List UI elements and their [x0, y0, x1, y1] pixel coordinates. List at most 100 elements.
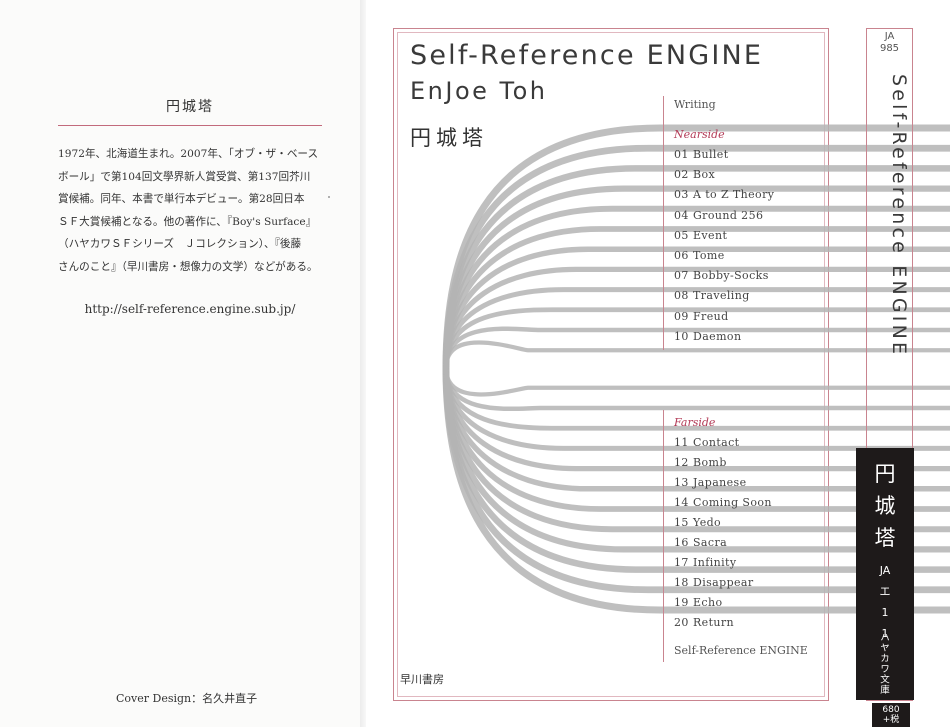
flap-fold: [360, 0, 366, 727]
toc-entry-title: Tome: [693, 249, 725, 262]
stripe-group: [442, 124, 950, 614]
toc-entry-title: Return: [693, 616, 735, 629]
author-bio: 1972年、北海道生まれ。2007年、「オブ・ザ・ベース ボール」で第104回文…: [58, 143, 330, 278]
toc-entry-number: 18: [674, 576, 689, 589]
toc-rule-top: [663, 96, 664, 350]
toc-rule-bottom: [663, 410, 664, 662]
toc-entry-title: Freud: [693, 309, 729, 323]
toc-entry-number: 06: [674, 249, 689, 262]
toc-entry-number: 02: [674, 168, 689, 182]
toc-entry-title: Event: [693, 228, 728, 242]
toc-entry-number: 17: [674, 556, 689, 569]
toc-entry-title: Ground 256: [693, 208, 764, 222]
curved-stripe: [443, 340, 950, 397]
toc-entry-number: 12: [674, 456, 689, 469]
bio-line: さんのこと』（早川書房・想像力の文学）などがある。: [58, 260, 318, 273]
farside-label: Farside: [674, 416, 716, 429]
toc-entry: 02 Box: [674, 168, 715, 181]
spine-series-char: 1: [881, 606, 889, 619]
toc-entry-title: Sacra: [693, 536, 728, 549]
nearside-label: Nearside: [674, 128, 725, 141]
bio-line: 1972年、北海道生まれ。2007年、「オブ・ザ・ベース: [58, 148, 319, 160]
toc-entry: 10 Daemon: [674, 330, 741, 343]
stray-mark: [328, 196, 330, 198]
author-website-url[interactable]: http://self-reference.engine.sub.jp/: [84, 302, 296, 316]
flap-divider: [58, 125, 322, 126]
author-name-english: EnJoe Toh: [410, 77, 548, 105]
bio-line: 賞候補。同年、本書で単行本デビュー。第28回日本: [58, 193, 305, 205]
spine-code-prefix: JA: [884, 31, 895, 42]
flap-author-name: 円城塔: [166, 99, 214, 115]
spine-author-char: 塔: [874, 526, 896, 550]
toc-entry: 11 Contact: [674, 436, 739, 449]
cover-flap: [0, 0, 360, 727]
bio-line: ＳＦ大賞候補となる。他の著作に、『Boy's Surface』: [58, 215, 317, 228]
toc-entry-number: 01: [674, 148, 689, 161]
toc-entry: 04 Ground 256: [674, 209, 763, 222]
cover-frame: [393, 28, 829, 701]
spine-code-number: 985: [879, 43, 900, 54]
toc-entry-number: 04: [674, 208, 689, 222]
toc-entry-title: Coming Soon: [693, 496, 772, 509]
book-title: Self-Reference ENGINE: [410, 40, 764, 71]
toc-entry: 15 Yedo: [674, 516, 721, 529]
toc-entry-title: Traveling: [693, 289, 750, 303]
toc-entry: 07 Bobby-Socks: [674, 269, 769, 282]
spine-series-code: JA エ 1 1: [856, 560, 914, 644]
bio-line: ボール」で第104回文學界新人賞受賞、第137回芥川: [58, 170, 311, 183]
spine-series-char: エ: [879, 585, 891, 598]
toc-entry: 20 Return: [674, 616, 734, 629]
spine-frame: [866, 28, 913, 701]
spine-author-char: 円: [874, 462, 896, 486]
spine-author-char: 城: [874, 494, 896, 518]
toc-entry-title: Box: [693, 168, 716, 182]
toc-entry-number: 19: [674, 596, 689, 609]
spine-code: JA 985: [866, 31, 913, 55]
toc-entry: 06 Tome: [674, 249, 725, 262]
price-tag: 680 +税: [872, 703, 910, 727]
toc-entry-title: Daemon: [693, 329, 742, 343]
toc-entry-number: 08: [674, 289, 689, 303]
toc-entry-number: 09: [674, 309, 689, 323]
toc-entry-title: Echo: [693, 596, 723, 609]
toc-entry-title: Japanese: [693, 476, 747, 489]
toc-entry: 17 Infinity: [674, 556, 736, 569]
toc-entry: 18 Disappear: [674, 576, 754, 589]
toc-entry-number: 05: [674, 228, 689, 242]
toc-entry-title: Bullet: [693, 148, 729, 161]
toc-entry-title: Contact: [693, 436, 740, 449]
toc-entry: 05 Event: [674, 229, 727, 242]
toc-entry-number: 03: [674, 188, 689, 202]
toc-entry-number: 20: [674, 616, 689, 629]
toc-entry-number: 14: [674, 496, 689, 509]
toc-heading: Writing: [674, 98, 716, 111]
toc-entry-title: Disappear: [693, 576, 754, 589]
toc-entry-number: 11: [674, 436, 689, 449]
toc-entry-title: A to Z Theory: [693, 188, 775, 202]
toc-entry-number: 15: [674, 516, 689, 529]
spine-author: 円 城 塔: [856, 458, 914, 554]
publisher-name: 早川書房: [400, 673, 444, 686]
cover-frame-inner: [397, 32, 825, 697]
toc-entry: 19 Echo: [674, 596, 723, 609]
toc-entry-title: Bobby-Socks: [693, 269, 769, 283]
toc-entry: 13 Japanese: [674, 476, 747, 489]
cover-design-credit: Cover Design：名久井直子: [116, 692, 258, 705]
toc-entry-number: 10: [674, 329, 689, 343]
toc-entry: 01 Bullet: [674, 148, 729, 161]
spine-series-char: JA: [879, 564, 891, 577]
price-value: 680: [882, 705, 900, 715]
bio-line: （ハヤカワＳＦシリーズ Ｊコレクション）、『後藤: [58, 238, 302, 250]
toc-entry-title: Yedo: [693, 516, 722, 529]
spine-series-char: 1: [881, 627, 889, 640]
toc-entry: 03 A to Z Theory: [674, 188, 774, 201]
spine-imprint: ハヤカワ文庫: [878, 632, 889, 695]
toc-entry: 08 Traveling: [674, 289, 750, 302]
toc-entry-number: 13: [674, 476, 689, 489]
toc-entry-number: 07: [674, 269, 689, 283]
price-tax: +税: [882, 715, 900, 725]
toc-entry-title: Infinity: [693, 556, 737, 569]
